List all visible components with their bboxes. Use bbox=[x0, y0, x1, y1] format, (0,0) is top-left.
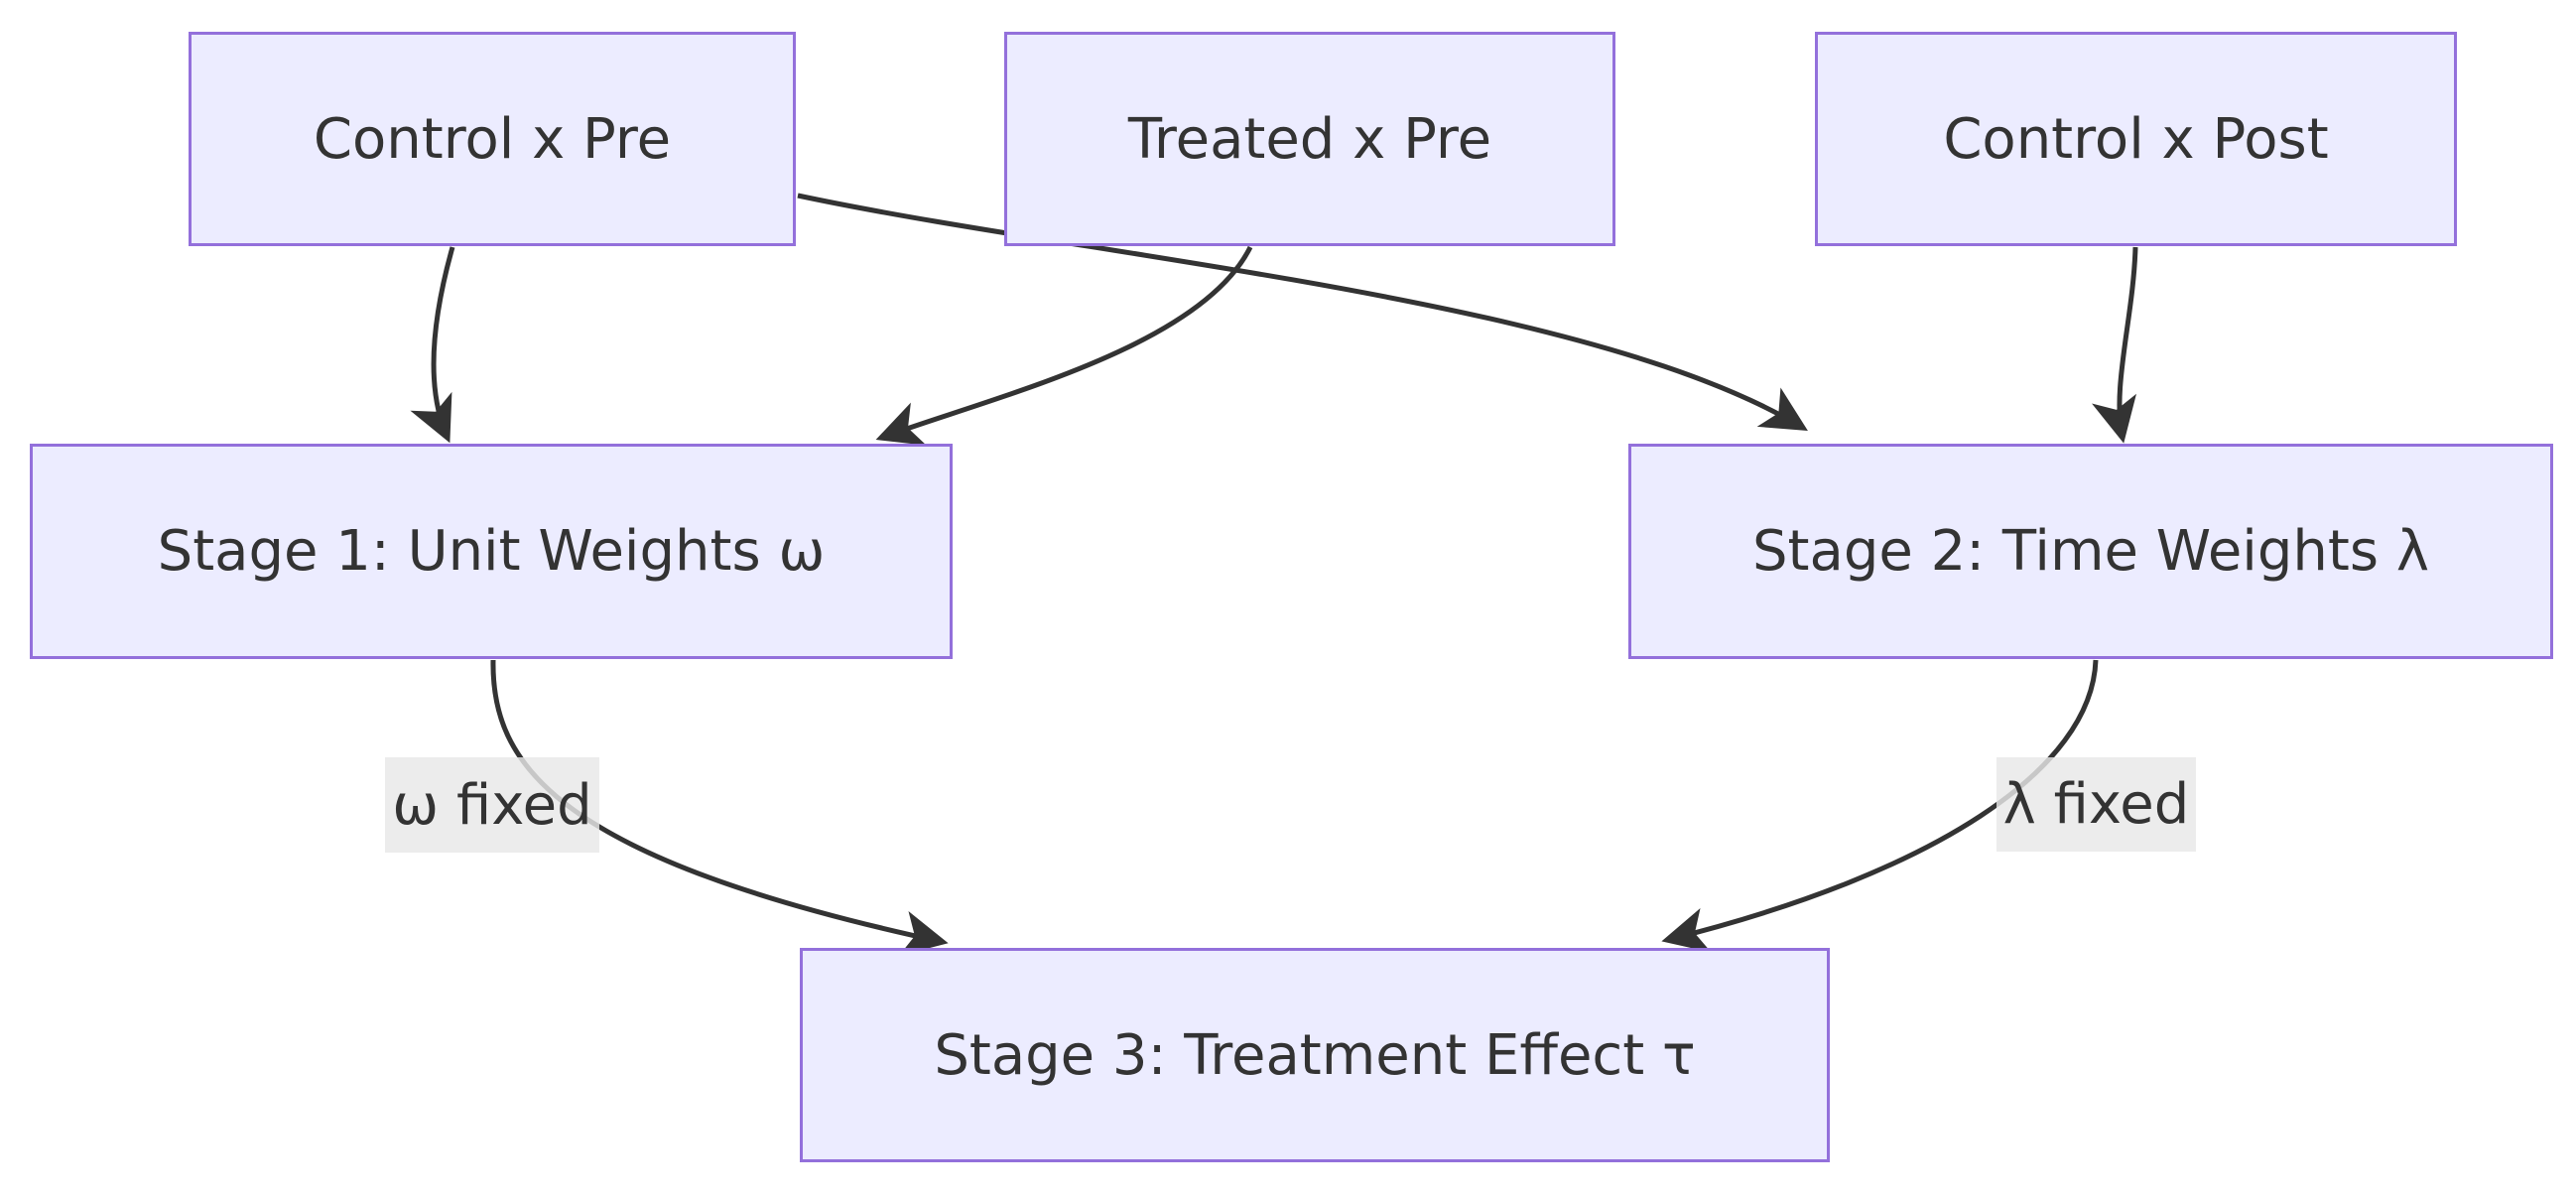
edge-stage2-to-stage3 bbox=[1661, 659, 2099, 953]
edge-treated-pre-to-stage1 bbox=[875, 245, 1253, 446]
node-label: Control x Pre bbox=[313, 106, 672, 172]
edge-label-text: λ fixed bbox=[2002, 772, 2190, 837]
node-stage3-treatment-effect: Stage 3: Treatment Effect τ bbox=[800, 948, 1830, 1162]
node-label: Stage 1: Unit Weights ω bbox=[157, 519, 826, 584]
edge-control-pre-to-stage2 bbox=[797, 193, 1808, 431]
edge-control-post-to-stage2 bbox=[2092, 246, 2138, 444]
node-label: Stage 3: Treatment Effect τ bbox=[934, 1022, 1696, 1088]
node-treated-pre: Treated x Pre bbox=[1004, 32, 1615, 246]
node-control-pre: Control x Pre bbox=[189, 32, 796, 246]
edge-label-text: ω fixed bbox=[392, 772, 592, 838]
node-stage1-unit-weights: Stage 1: Unit Weights ω bbox=[30, 444, 953, 659]
edge-label-omega-fixed: ω fixed bbox=[385, 757, 599, 853]
edge-label-lambda-fixed: λ fixed bbox=[1996, 757, 2196, 852]
node-control-post: Control x Post bbox=[1815, 32, 2457, 246]
node-label: Control x Post bbox=[1943, 106, 2329, 172]
node-label: Treated x Pre bbox=[1127, 106, 1492, 172]
node-label: Stage 2: Time Weights λ bbox=[1752, 519, 2429, 584]
node-stage2-time-weights: Stage 2: Time Weights λ bbox=[1628, 444, 2553, 659]
edge-control-pre-to-stage1 bbox=[410, 246, 455, 444]
